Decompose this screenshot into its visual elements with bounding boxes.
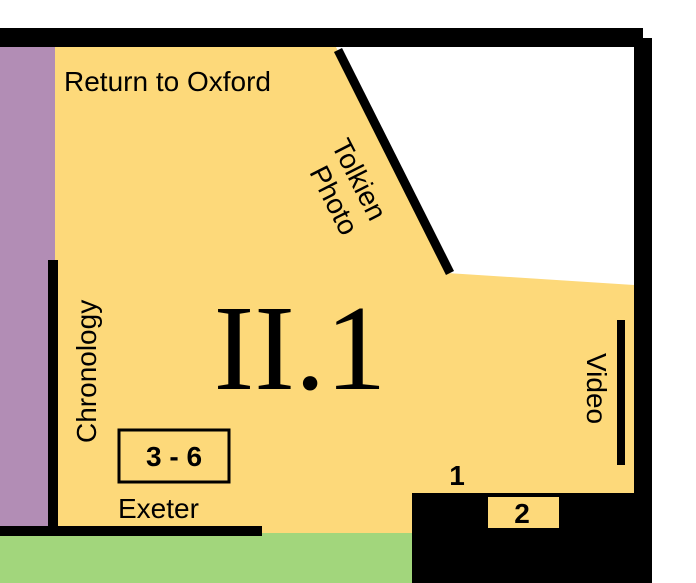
room-number: II.1 [214, 281, 387, 416]
adjacent-room-green [0, 533, 412, 583]
room-floor [55, 47, 634, 533]
case-2-box [488, 497, 559, 528]
adjacent-room-purple [0, 47, 55, 529]
case-3-6-label: 3 - 6 [146, 441, 202, 472]
wall-right [634, 38, 652, 583]
exeter-label: Exeter [118, 493, 199, 524]
chronology-label: Chronology [71, 300, 102, 443]
case-3-6-box [117, 428, 231, 484]
video-screen-wall [617, 320, 625, 465]
wall-bottom [0, 526, 262, 536]
wall-left-partial [48, 260, 58, 528]
return-to-oxford-label: Return to Oxford [64, 66, 271, 97]
wall-diagonal [333, 47, 455, 276]
case-1-label: 1 [449, 460, 465, 491]
case-2-label: 2 [514, 498, 530, 529]
wall-top [0, 28, 643, 47]
video-label: Video [581, 353, 612, 424]
